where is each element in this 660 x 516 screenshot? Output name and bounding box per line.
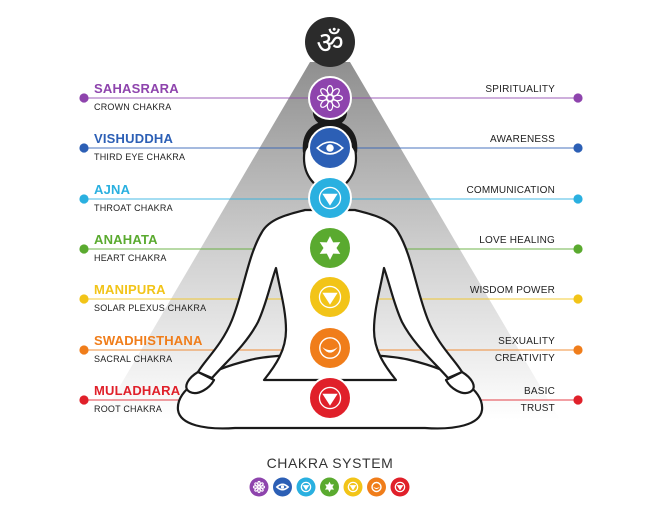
left-dot [79,294,89,304]
chakra-name: ANAHATA [94,232,158,247]
chakra-subtitle: CROWN CHAKRA [94,102,172,112]
left-dot [79,143,89,153]
chakra-quality: SEXUALITY [498,336,555,347]
star-icon [319,236,341,260]
om-icon: ॐ [316,26,343,61]
chakra-quality: SPIRITUALITY [485,84,555,95]
chakra-quality: CREATIVITY [494,353,555,364]
chakra-subtitle: HEART CHAKRA [94,253,167,263]
chakra-subtitle: THROAT CHAKRA [94,203,173,213]
chakra-name: SWADHISTHANA [94,333,203,348]
eye-icon [316,141,344,155]
left-dot [79,93,89,103]
chakra-subtitle: ROOT CHAKRA [94,404,163,414]
chakra-quality: WISDOM POWER [469,285,555,296]
chakra-marker-anahata [308,226,352,270]
chakra-marker-swadhisthana [308,326,352,370]
triangle-down-icon [318,186,342,210]
lotus-icon [316,84,344,112]
right-hand [444,370,475,395]
chakra-quality: COMMUNICATION [466,185,555,196]
chakra-quality: BASIC [523,386,555,397]
legend-triangle-down-icon [296,477,316,497]
legend-eye-icon [273,477,292,497]
right-dot [573,194,583,204]
chakra-marker-vishuddha [308,126,352,170]
chakra-name: MANIPURA [94,282,166,297]
legend-crescent-icon [367,477,386,497]
crescent-icon [319,337,341,359]
chakra-quality: TRUST [520,403,555,414]
legend-star-icon [320,477,339,497]
legend-lotus-icon [249,477,269,497]
triangle-down-icon [318,386,342,410]
diagram-title: CHAKRA SYSTEM [266,455,394,471]
om-badge [305,17,355,67]
chakra-name: AJNA [94,182,131,197]
right-dot [573,395,583,405]
right-dot [573,345,583,355]
chakra-subtitle: SOLAR PLEXUS CHAKRA [94,303,207,313]
left-dot [79,244,89,254]
left-hand [185,370,216,395]
chakra-quality: AWARENESS [490,134,555,145]
chakra-markers [308,76,352,420]
chakra-marker-ajna [308,176,352,220]
chakra-quality: LOVE HEALING [479,235,555,246]
left-dot [79,345,89,355]
chakra-subtitle: SACRAL CHAKRA [94,354,173,364]
chakra-marker-manipura [308,275,352,319]
legend-triangle-down-icon [390,477,410,497]
left-dot [79,194,89,204]
chakra-name: SAHASRARA [94,81,179,96]
chakra-legend-row [249,477,410,497]
chakra-name: MULADHARA [94,383,181,398]
triangle-down-icon [318,285,342,309]
chakra-name: VISHUDDHA [94,131,174,146]
chakra-subtitle: THIRD EYE CHAKRA [94,152,186,162]
chakra-marker-muladhara [308,376,352,420]
right-dot [573,143,583,153]
chakra-marker-sahasrara [308,76,352,120]
right-dot [573,93,583,103]
right-dot [573,294,583,304]
right-dot [573,244,583,254]
left-dot [79,395,89,405]
legend-triangle-down-icon [343,477,363,497]
